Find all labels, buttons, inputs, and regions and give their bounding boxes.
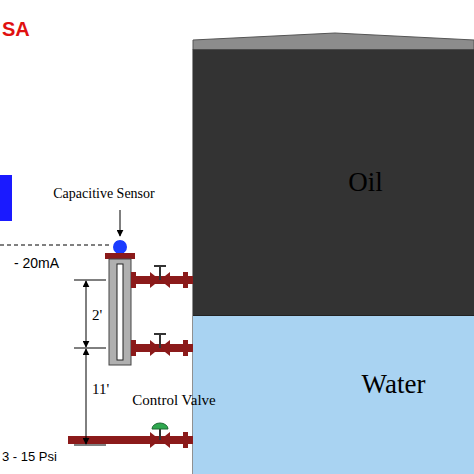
layer-label: Water [362,369,426,400]
logo-text: SA [2,18,30,40]
sensor-label: Capacitive Sensor [53,186,154,201]
tank-wall [193,50,474,474]
lower-pipe [131,334,193,356]
tank-roof [193,33,474,50]
dimension-label: 11' [91,380,110,398]
upper-pipe [131,266,193,288]
dimension-11ft [74,349,106,445]
dimension-label: 2' [91,307,103,323]
signal-label: - 20mA [14,254,59,272]
signal-label: 3 - 15 Psi [2,449,57,464]
signal-label: - 20mA [14,255,59,271]
oil-layer: Oil [193,50,474,315]
leader-line [120,210,121,236]
control-valve [68,423,193,448]
logo-text: SA [2,18,30,40]
valve-label: Control Valve [132,392,215,408]
dimension-label: 2' [91,306,103,324]
signal-label: 3 - 15 Psi [2,447,57,465]
valve-label: Control Valve [132,391,215,409]
water-layer: Water [193,315,474,474]
transmitter-block [0,175,12,221]
layer-label: Oil [348,167,383,198]
capacitive-sensor [105,240,135,365]
signal-line [0,245,112,246]
dimension-2ft [74,280,106,348]
sensor-label: Capacitive Sensor [53,184,154,202]
dimension-label: 11' [91,381,110,397]
